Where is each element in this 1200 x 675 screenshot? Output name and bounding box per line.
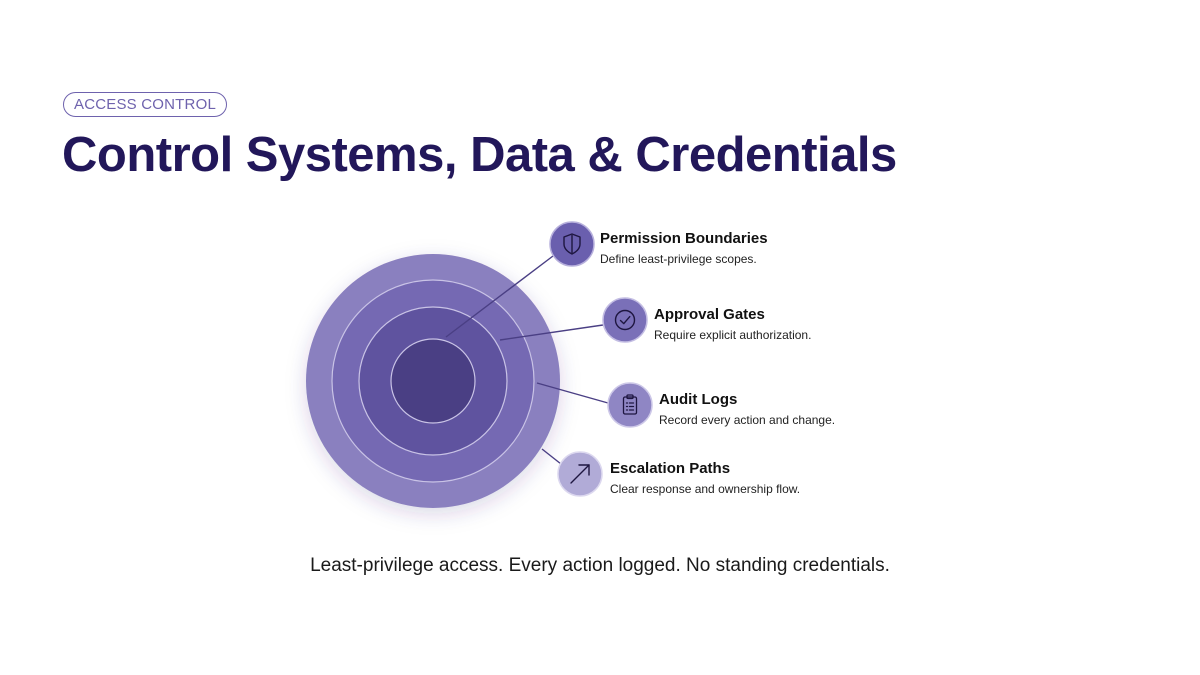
item-description: Require explicit authorization. [654, 328, 812, 342]
approval-gates-node [602, 297, 648, 343]
escalation-paths-node [557, 451, 603, 497]
connector-line [445, 255, 554, 338]
item-title: Permission Boundaries [600, 230, 768, 247]
item-description: Define least-privilege scopes. [600, 252, 757, 266]
page-title: Control Systems, Data & Credentials [62, 128, 897, 182]
connector-line [541, 448, 562, 465]
item-description: Record every action and change. [659, 413, 836, 427]
item-approval-gates: Approval Gates Require explicit authoriz… [654, 305, 811, 343]
permission-boundaries-node [549, 221, 595, 267]
item-title: Audit Logs [659, 391, 738, 408]
audit-logs-node [607, 382, 653, 428]
connector-line [499, 324, 604, 341]
item-description: Clear response and ownership flow. [610, 482, 801, 496]
check-circle-icon [614, 309, 636, 331]
item-escalation-paths: Escalation Paths Clear response and owne… [610, 459, 800, 497]
shield-icon [563, 233, 581, 255]
item-title: Approval Gates [654, 306, 765, 323]
item-permission-boundaries: Permission Boundaries Define least-privi… [600, 229, 768, 267]
clipboard-icon [622, 394, 638, 415]
footer-tagline: Least-privilege access. Every action log… [310, 555, 890, 576]
item-title: Escalation Paths [610, 460, 731, 477]
section-tag: ACCESS CONTROL [63, 92, 227, 117]
item-audit-logs: Audit Logs Record every action and chang… [659, 390, 835, 428]
connector-line [536, 382, 609, 404]
arrow-up-right-icon [570, 464, 590, 484]
ring-core [390, 338, 476, 424]
